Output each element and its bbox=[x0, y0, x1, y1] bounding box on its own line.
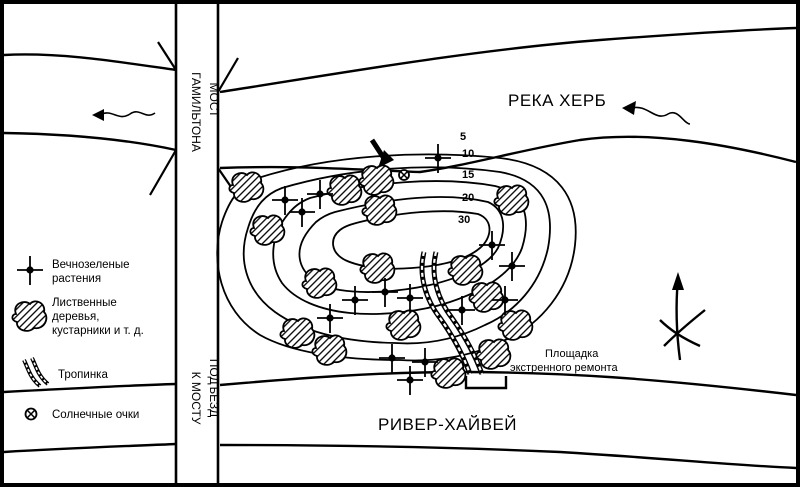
deciduous-tree-icon bbox=[468, 281, 505, 313]
highway-label: РИВЕР-ХАЙВЕЙ bbox=[378, 415, 517, 434]
deciduous-tree-icon bbox=[228, 171, 265, 203]
river-bank-north-left bbox=[3, 53, 177, 72]
repair-area-label-line1: Площадка bbox=[545, 348, 599, 360]
footpath bbox=[419, 251, 485, 375]
river-label: РЕКА ХЕРБ bbox=[508, 91, 606, 110]
legend-path-label: Тропинка bbox=[58, 369, 108, 381]
deciduous-tree-icon bbox=[497, 309, 534, 341]
highway-south-edge-left bbox=[3, 442, 177, 454]
legend-evergreen-label-line2: растения bbox=[52, 273, 101, 285]
deciduous-tree-icon bbox=[326, 174, 363, 206]
deciduous-tree-icon bbox=[301, 267, 338, 299]
highway-north-edge-left bbox=[3, 382, 177, 394]
approach-label-line1: ПОДЪЕЗД bbox=[207, 359, 221, 417]
deciduous-tree-icon bbox=[249, 214, 286, 246]
contour-label-20: 20 bbox=[462, 192, 474, 204]
legend: Вечнозеленые растения Лиственные деревья… bbox=[11, 255, 144, 421]
deciduous-tree-icon bbox=[447, 254, 484, 286]
deciduous-tree-icon bbox=[358, 164, 395, 196]
north-arrow-icon bbox=[659, 272, 706, 361]
contour-label-30: 30 bbox=[458, 214, 470, 226]
contour-label-10: 10 bbox=[462, 148, 474, 160]
repair-area bbox=[464, 376, 508, 390]
deciduous-tree-icon bbox=[385, 309, 422, 341]
flow-arrow-icon bbox=[622, 101, 691, 125]
legend-deciduous-label-line1: Лиственные bbox=[52, 297, 117, 309]
river-bank-south-left bbox=[3, 131, 177, 152]
approach-label-line2: К МОСТУ bbox=[189, 372, 203, 425]
deciduous-tree-icon bbox=[493, 184, 530, 216]
legend-deciduous-label-line2: деревья, bbox=[52, 311, 99, 323]
legend-sunglasses-label: Солнечные очки bbox=[52, 409, 139, 421]
river-bank-north-right bbox=[219, 26, 797, 94]
deciduous-tree-icon bbox=[475, 338, 512, 370]
location-arrow-icon bbox=[369, 138, 394, 168]
deciduous-tree-icon bbox=[311, 334, 348, 366]
legend-deciduous-icon bbox=[11, 300, 48, 332]
deciduous-tree-icon bbox=[279, 317, 316, 349]
legend-evergreen-label-line1: Вечнозеленые bbox=[52, 259, 130, 271]
deciduous-tree-icon bbox=[361, 194, 398, 226]
contour-label-5: 5 bbox=[460, 131, 466, 143]
bridge-label-line2: ГАМИЛЬТОНА bbox=[189, 72, 203, 152]
contour-label-15: 15 bbox=[462, 169, 474, 181]
sunglasses-icon bbox=[398, 169, 410, 181]
deciduous-tree-icon bbox=[359, 252, 396, 284]
legend-footpath-icon bbox=[22, 357, 50, 388]
legend-sunglasses-icon bbox=[24, 407, 38, 421]
legend-deciduous-label-line3: кустарники и т. д. bbox=[52, 325, 144, 337]
highway-south-edge-right bbox=[219, 443, 797, 470]
flow-arrow-icon bbox=[92, 109, 156, 121]
bridge-label-line1: МОСТ bbox=[207, 83, 221, 119]
map-paper bbox=[4, 4, 796, 483]
repair-area-label-line2: экстренного ремонта bbox=[510, 362, 618, 374]
